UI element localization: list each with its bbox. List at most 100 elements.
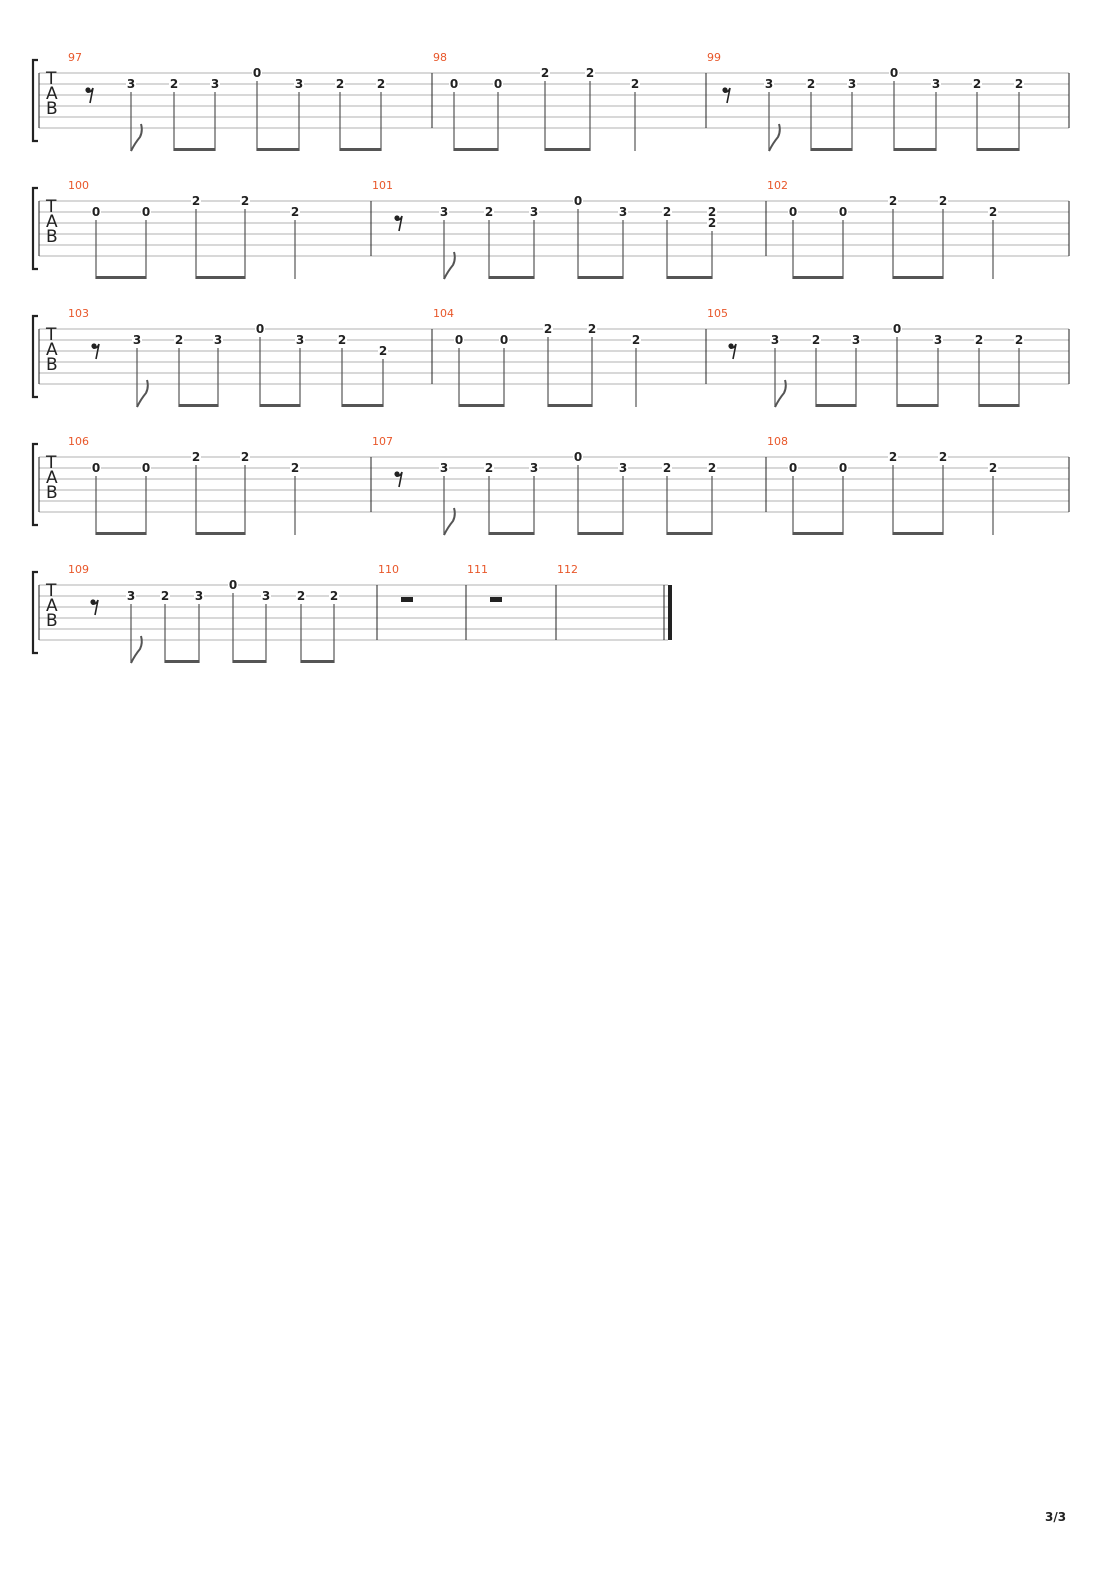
measure-number: 100 [68, 179, 89, 192]
note-beam [811, 148, 852, 151]
note-flag [774, 379, 787, 408]
measure-number: 104 [433, 307, 454, 320]
fret-number: 3 [214, 333, 222, 347]
tab-clef-letter: A [46, 468, 58, 488]
tab-clef-letter: B [46, 611, 58, 631]
fret-number: 0 [839, 205, 847, 219]
fret-number: 2 [297, 589, 305, 603]
system-bracket [31, 58, 38, 143]
tab-clef-letter: B [46, 483, 58, 503]
fret-number: 0 [890, 66, 898, 80]
fret-number: 2 [975, 333, 983, 347]
note-beam [340, 148, 381, 151]
fret-number: 0 [142, 205, 150, 219]
fret-number: 2 [989, 461, 997, 475]
fret-number: 3 [195, 589, 203, 603]
fret-number: 2 [485, 461, 493, 475]
note-flag [130, 635, 143, 664]
fret-number: 2 [989, 205, 997, 219]
measure: 111 [467, 563, 557, 640]
whole-rest [490, 597, 502, 602]
note-flag [136, 379, 149, 408]
fret-number: 2 [663, 205, 671, 219]
note-beam [196, 276, 245, 279]
tab-clef-letter: A [46, 596, 58, 616]
tab-clef-letter: B [46, 355, 58, 375]
fret-number: 0 [92, 205, 100, 219]
fret-number: 0 [253, 66, 261, 80]
fret-number: 3 [127, 77, 135, 91]
tab-clef-letter: T [45, 453, 57, 473]
system-bracket [31, 314, 38, 399]
system-bracket [31, 570, 38, 655]
fret-number: 0 [789, 205, 797, 219]
tab-clef-letter: A [46, 212, 58, 232]
fret-number: 2 [889, 450, 897, 464]
measure-number: 97 [68, 51, 82, 64]
system-bracket [31, 442, 38, 527]
fret-number: 0 [494, 77, 502, 91]
measure-number: 105 [707, 307, 728, 320]
fret-number: 3 [765, 77, 773, 91]
fret-number: 2 [192, 194, 200, 208]
fret-number: 3 [295, 77, 303, 91]
fret-number: 2 [338, 333, 346, 347]
fret-number: 3 [932, 77, 940, 91]
fret-number: 0 [789, 461, 797, 475]
note-flag [130, 123, 143, 152]
tab-clef-letter: A [46, 340, 58, 360]
final-barline-thick [668, 585, 672, 640]
note-flag [768, 123, 781, 152]
fret-number: 3 [934, 333, 942, 347]
eighth-rest [722, 87, 731, 104]
measure-number: 106 [68, 435, 89, 448]
note-beam [165, 660, 199, 663]
note-beam [260, 404, 300, 407]
fret-number: 3 [848, 77, 856, 91]
note-flag [443, 507, 456, 536]
note-beam [196, 532, 245, 535]
measure-number: 109 [68, 563, 89, 576]
eighth-rest [91, 343, 100, 360]
note-beam [174, 148, 215, 151]
fret-number: 3 [530, 205, 538, 219]
tab-clef-letter: A [46, 84, 58, 104]
fret-number: 0 [455, 333, 463, 347]
note-beam [459, 404, 504, 407]
fret-number: 2 [161, 589, 169, 603]
measure: 110 [378, 563, 467, 640]
fret-number: 2 [544, 322, 552, 336]
fret-number: 3 [262, 589, 270, 603]
fret-number: 2 [708, 205, 716, 219]
eighth-rest [90, 599, 99, 616]
page-number: 3/3 [1045, 1510, 1067, 1524]
note-beam [548, 404, 592, 407]
fret-number: 0 [256, 322, 264, 336]
fret-number: 0 [229, 578, 237, 592]
fret-number: 2 [377, 77, 385, 91]
note-beam [979, 404, 1019, 407]
fret-number: 2 [485, 205, 493, 219]
note-beam [301, 660, 334, 663]
fret-number: 3 [619, 461, 627, 475]
fret-number: 0 [500, 333, 508, 347]
note-beam [578, 532, 623, 535]
measure-number: 103 [68, 307, 89, 320]
measure-number: 110 [378, 563, 399, 576]
note-beam [545, 148, 590, 151]
fret-number: 3 [211, 77, 219, 91]
fret-number: 2 [632, 333, 640, 347]
fret-number: 2 [175, 333, 183, 347]
fret-number: 2 [170, 77, 178, 91]
